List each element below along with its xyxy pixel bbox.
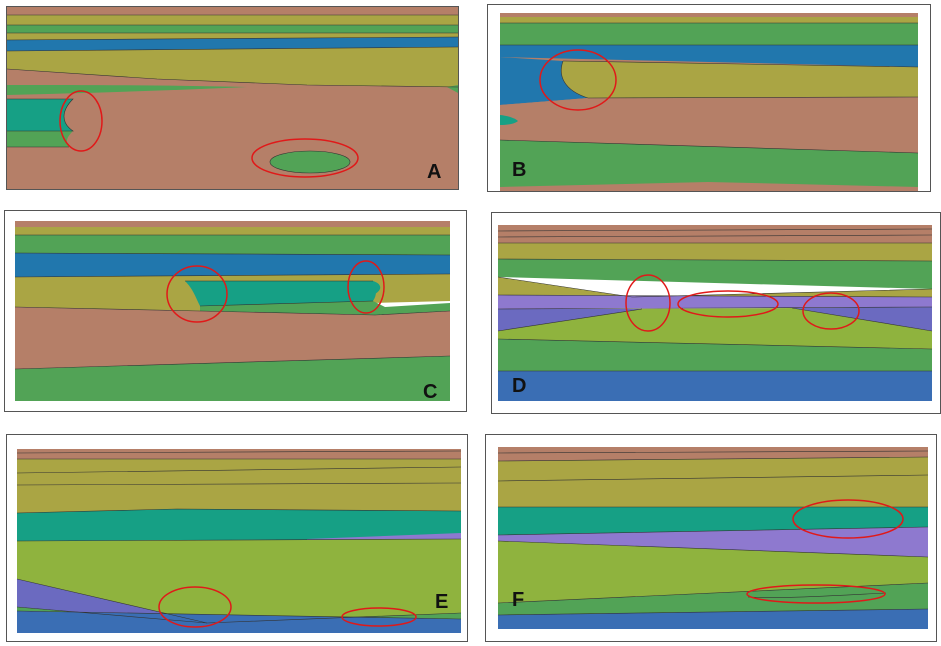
layer-green-top	[7, 25, 458, 33]
annotation-circle	[792, 499, 904, 539]
panel-d-section	[492, 213, 940, 413]
panel-c-section	[5, 211, 466, 411]
layer-brown-main	[500, 97, 918, 153]
annotation-circle	[746, 584, 886, 604]
annotation-circle	[166, 265, 228, 323]
panel-e: E	[6, 434, 468, 642]
layer-teal	[17, 509, 461, 541]
layer-green-wedge	[200, 301, 450, 315]
layer-green-upper	[498, 259, 932, 289]
panel-d: D	[491, 212, 941, 414]
layer-teal-pinch	[7, 99, 73, 131]
layer-green-top	[500, 23, 918, 45]
annotation-circle	[347, 260, 385, 314]
annotation-circle	[59, 90, 103, 152]
layer-green-lens	[7, 85, 247, 95]
layer-blue	[7, 37, 458, 51]
layer-purple	[498, 295, 932, 309]
layer-green-bottom	[15, 356, 450, 401]
layer-olive-top	[17, 459, 461, 485]
panel-b-section	[488, 5, 930, 191]
layer-olive-main	[7, 47, 458, 87]
layer-lime-main	[17, 539, 461, 623]
layer-olive-thick	[17, 483, 461, 513]
panel-label: D	[512, 375, 527, 397]
panel-a-section	[7, 7, 458, 189]
annotation-circle	[625, 274, 671, 332]
layer-blue	[15, 253, 450, 277]
panel-e-section	[7, 435, 467, 641]
layer-olive-top	[498, 243, 932, 261]
layer-royal-bottom	[498, 609, 928, 629]
panel-label: C	[423, 381, 438, 403]
panel-c: C	[4, 210, 467, 412]
layer-teal-tip	[500, 115, 518, 125]
layer-blue-lobe	[500, 57, 588, 105]
panel-label: F	[512, 589, 525, 611]
layer-green-bottom	[500, 140, 918, 187]
layer-lime	[498, 308, 932, 349]
layer-olive-top	[7, 15, 458, 25]
layer-royal-bottom	[498, 371, 932, 401]
annotation-circle	[539, 49, 617, 111]
panel-a: A	[6, 6, 459, 190]
annotation-circle	[251, 138, 359, 178]
layer-green-top	[15, 235, 450, 255]
layer-teal	[498, 507, 928, 535]
annotation-circle	[677, 290, 779, 318]
layer-olive-main	[561, 61, 918, 98]
layer-blue	[500, 45, 918, 67]
layer-purple	[498, 527, 928, 557]
panel-b: B	[487, 4, 931, 192]
annotation-circle	[341, 607, 417, 627]
layer-green-lower	[498, 339, 932, 371]
layer-green-pinch	[7, 131, 73, 147]
layer-lime-main	[498, 541, 928, 603]
annotation-circle	[802, 292, 860, 330]
layer-green-thin	[498, 583, 928, 615]
panel-label: A	[427, 161, 442, 183]
layer-green-ellipse	[269, 150, 351, 174]
panel-label: E	[435, 591, 449, 613]
annotation-circle	[158, 586, 232, 628]
layer-olive-top	[498, 457, 928, 507]
panel-label: B	[512, 159, 527, 181]
panel-f: F	[485, 434, 937, 642]
layer-brown-main	[15, 307, 450, 369]
panel-f-section	[486, 435, 936, 641]
